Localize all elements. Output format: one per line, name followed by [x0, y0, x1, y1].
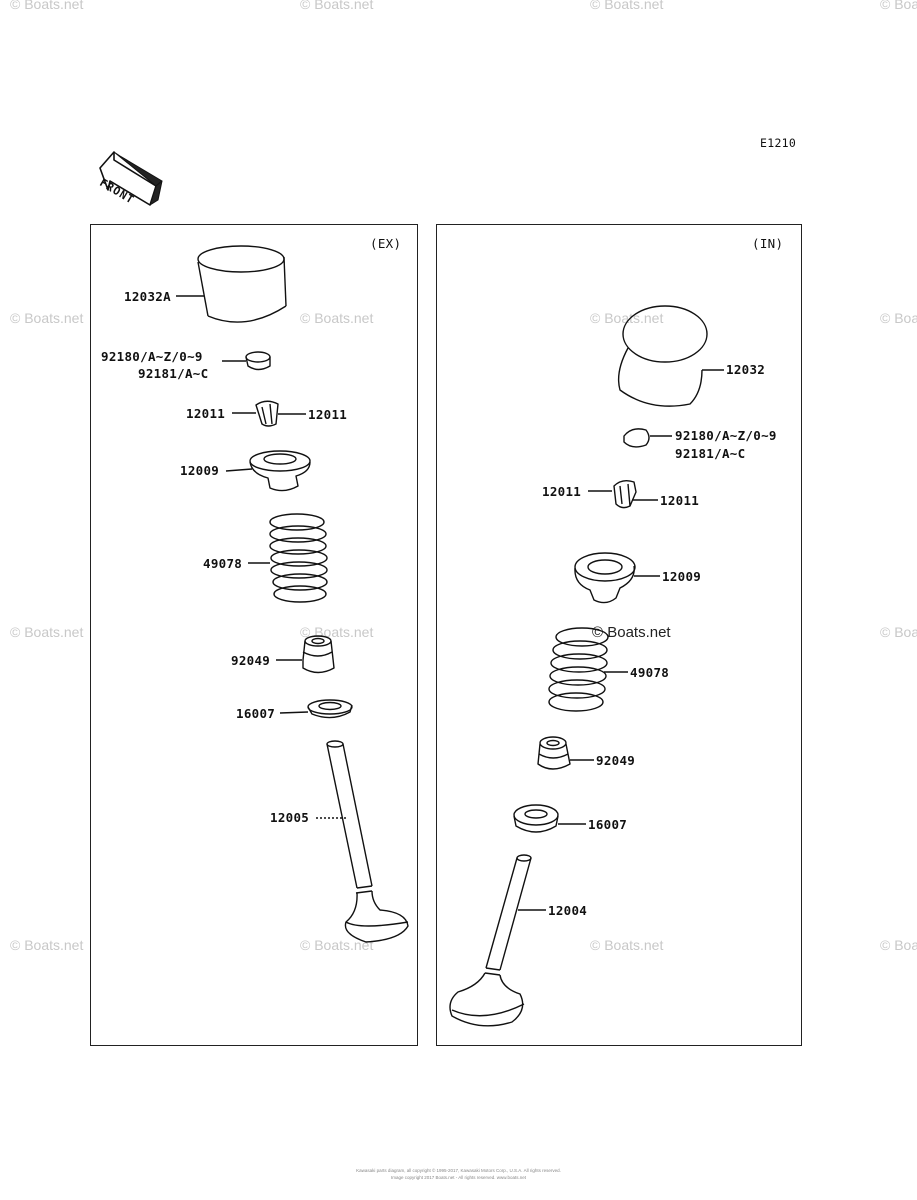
ex-label-cotter-right: 12011: [308, 407, 348, 422]
figure-code: E1210: [760, 136, 797, 150]
in-label-shim-b: 92181/A~C: [675, 446, 746, 461]
watermark-center: © Boats.net: [592, 624, 671, 641]
ex-label-tappet: 12032A: [124, 289, 171, 304]
in-spring-shape: [548, 627, 609, 712]
ex-label-shim-b: 92181/A~C: [138, 366, 209, 381]
ex-label-cotter-left: 12011: [186, 406, 226, 421]
in-panel-title: (IN): [752, 236, 784, 251]
ex-label-seal: 92049: [231, 653, 271, 668]
watermark: © Boats.net: [880, 937, 917, 953]
watermark: © Boats.net: [590, 310, 664, 326]
in-label-shim-a: 92180/A~Z/0~9: [675, 428, 777, 443]
ex-cotters-shape: [255, 400, 279, 427]
ex-shim-shape: [245, 351, 271, 371]
watermark: © Boats.net: [10, 937, 84, 953]
watermark: © Boats.net: [590, 0, 664, 12]
in-label-cotter-right: 12011: [660, 493, 700, 508]
footer-copyright-line1: Kawasaki parts diagram, all copyright © …: [356, 1168, 561, 1173]
watermark: © Boats.net: [590, 937, 664, 953]
watermark: © Boats.net: [880, 624, 917, 640]
in-valve-shape: [449, 854, 532, 1027]
in-seal-shape: [537, 736, 571, 770]
ex-seat-shape: [307, 699, 353, 719]
in-label-seal: 92049: [596, 753, 636, 768]
footer-copyright-line2: Image copyright 2017 Boats.net - All rig…: [390, 1175, 527, 1180]
in-label-spring: 49078: [630, 665, 670, 680]
front-arrow-icon: [99, 151, 163, 206]
in-cotters-shape: [613, 479, 637, 509]
in-tappet-shape: [617, 305, 708, 407]
ex-label-shim-a: 92180/A~Z/0~9: [101, 349, 203, 364]
ex-tappet-shape: [197, 245, 287, 323]
watermark: © Boats.net: [880, 0, 917, 12]
watermark: © Boats.net: [880, 310, 917, 326]
watermark: © Boats.net: [10, 0, 84, 12]
ex-valve-shape: [326, 740, 409, 943]
in-seat-shape: [513, 804, 559, 833]
in-label-cotter-left: 12011: [542, 484, 582, 499]
in-retainer-shape: [574, 552, 636, 604]
watermark: © Boats.net: [300, 937, 374, 953]
ex-label-spring: 49078: [203, 556, 243, 571]
ex-label-valve: 12005: [270, 810, 310, 825]
ex-spring-shape: [269, 513, 328, 603]
ex-label-retainer: 12009: [180, 463, 220, 478]
exhaust-panel: [90, 224, 418, 1046]
ex-retainer-shape: [249, 450, 311, 492]
watermark: © Boats.net: [300, 0, 374, 12]
in-label-valve: 12004: [548, 903, 588, 918]
intake-panel: [436, 224, 802, 1046]
ex-label-seat: 16007: [236, 706, 276, 721]
in-shim-shape: [623, 428, 650, 448]
in-label-tappet: 12032: [726, 362, 766, 377]
in-label-retainer: 12009: [662, 569, 702, 584]
ex-seal-shape: [302, 635, 335, 674]
watermark: © Boats.net: [10, 310, 84, 326]
ex-panel-title: (EX): [370, 236, 402, 251]
watermark: © Boats.net: [300, 310, 374, 326]
in-label-seat: 16007: [588, 817, 628, 832]
watermark: © Boats.net: [10, 624, 84, 640]
